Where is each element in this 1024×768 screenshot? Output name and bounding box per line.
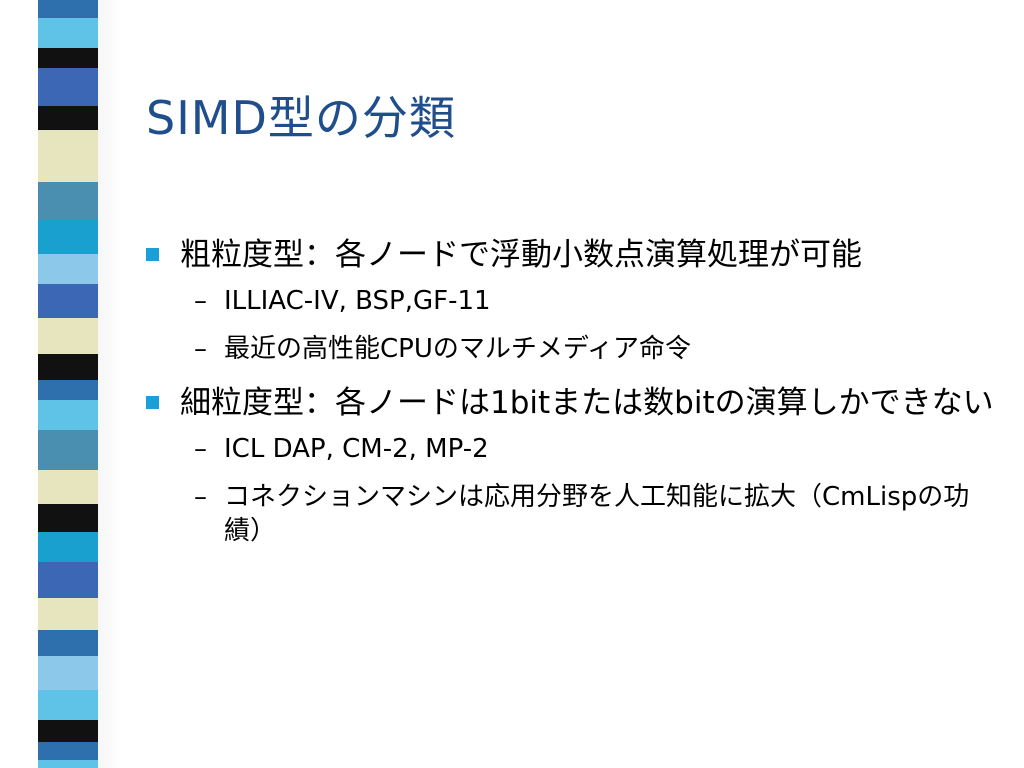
stripe-block (38, 630, 98, 656)
sub-item-text: ICL DAP, CM-2, MP-2 (224, 434, 489, 464)
stripe-block (38, 720, 98, 742)
stripe-block (38, 504, 98, 532)
stripe-block (38, 68, 98, 106)
bullet-text: 粗粒度型：各ノードで浮動小数点演算処理が可能 (180, 237, 862, 273)
stripe-block (38, 598, 98, 630)
stripe-block (38, 354, 98, 380)
stripe-block (38, 690, 98, 720)
square-bullet-icon (146, 396, 159, 409)
stripe-block (38, 106, 98, 130)
sub-item: – 最近の高性能CPUのマルチメディア命令 (146, 332, 996, 366)
sub-item: – ICL DAP, CM-2, MP-2 (146, 432, 996, 466)
stripe-block (38, 430, 98, 470)
bullet-item: 細粒度型：各ノードは1bitまたは数bitの演算しかできない (146, 380, 996, 426)
stripe-block (38, 470, 98, 504)
stripe-block (38, 0, 98, 18)
stripe-block (38, 532, 98, 562)
sub-item-text: コネクションマシンは応用分野を人工知能に拡大（CmLispの功績） (224, 482, 970, 546)
stripe-block (38, 254, 98, 284)
stripe-block (38, 318, 98, 354)
stripe-block (38, 742, 98, 760)
bullet-item: 粗粒度型：各ノードで浮動小数点演算処理が可能 (146, 232, 996, 278)
bullet-text: 細粒度型：各ノードは1bitまたは数bitの演算しかできない (180, 385, 994, 421)
dash-icon: – (194, 434, 207, 464)
slide-title: SIMD型の分類 (146, 91, 456, 145)
square-bullet-icon (146, 248, 159, 261)
stripe-block (38, 400, 98, 430)
dash-icon: – (194, 482, 207, 512)
sub-item: – コネクションマシンは応用分野を人工知能に拡大（CmLispの功績） (146, 480, 996, 548)
sub-item-text: 最近の高性能CPUのマルチメディア命令 (224, 334, 692, 364)
stripe-block (38, 284, 98, 318)
dash-icon: – (194, 286, 207, 316)
stripe-block (38, 220, 98, 254)
stripe-block (38, 760, 98, 768)
stripe-block (38, 562, 98, 598)
slide-content: 粗粒度型：各ノードで浮動小数点演算処理が可能 – ILLIAC-IV, BSP,… (146, 232, 996, 562)
stripe-block (38, 182, 98, 220)
stripe-block (38, 48, 98, 68)
dash-icon: – (194, 334, 207, 364)
stripe-block (38, 18, 98, 48)
decorative-stripe (38, 0, 98, 768)
stripe-block (38, 656, 98, 690)
sub-item: – ILLIAC-IV, BSP,GF-11 (146, 284, 996, 318)
sub-item-text: ILLIAC-IV, BSP,GF-11 (224, 286, 491, 316)
stripe-block (38, 130, 98, 182)
stripe-block (38, 380, 98, 400)
